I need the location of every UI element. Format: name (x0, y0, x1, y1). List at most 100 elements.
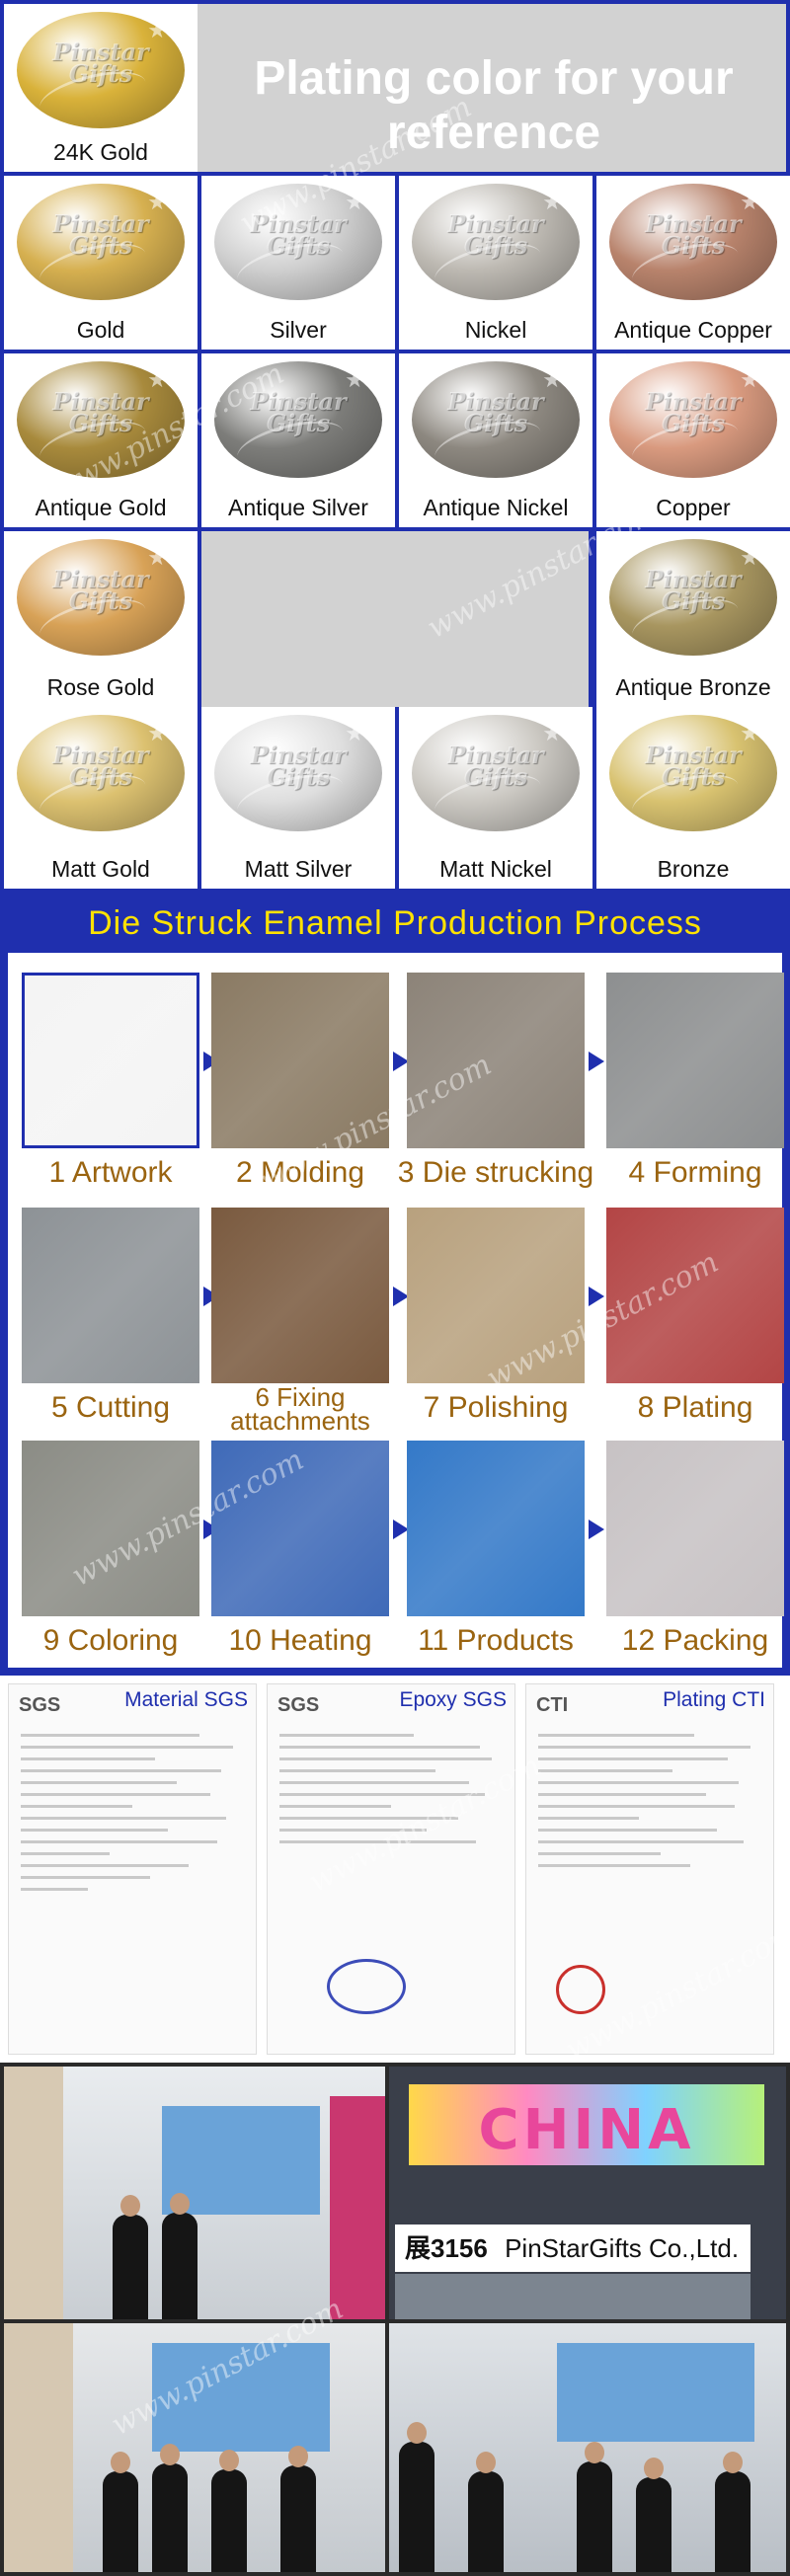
coin-brand-line1: Pinstar (645, 209, 742, 238)
person (468, 2452, 504, 2572)
coin-brand-line2: Gifts (266, 762, 331, 791)
production-process-section: Die Struck Enamel Production Process 1 A… (0, 894, 790, 1676)
cti-logo: CTI (536, 1694, 569, 1716)
star-icon: ★ (345, 367, 364, 392)
coin-brand-line2: Gifts (68, 762, 133, 791)
person (113, 2195, 148, 2319)
process-photo (606, 1441, 784, 1616)
process-step-label: 9 Coloring (42, 1624, 179, 1657)
arrow-right-icon (589, 1287, 604, 1306)
plating-label: Copper (656, 495, 731, 520)
person (399, 2422, 434, 2572)
booth-photo-top-left (4, 2067, 385, 2319)
person (162, 2193, 198, 2319)
coin-brand-line1: Pinstar (52, 741, 149, 769)
booth-photo-bottom-right (389, 2323, 786, 2572)
coin-brand-line1: Pinstar (52, 387, 149, 416)
process-step-label: 6 Fixing attachments (230, 1382, 370, 1436)
plating-label: Antique Nickel (423, 495, 569, 520)
coin-brand-line1: Pinstar (447, 741, 544, 769)
process-photo (606, 973, 784, 1148)
report-plating-cti: CTI Plating CTI (525, 1683, 774, 2055)
plating-label: Silver (270, 317, 327, 343)
china-text: CHINA (478, 2098, 695, 2162)
booth-sign: 展3156 PinStarGifts Co.,Ltd. (395, 2225, 750, 2272)
person (103, 2452, 138, 2572)
process-step-label: 5 Cutting (50, 1391, 171, 1424)
plating-label: Matt Nickel (439, 856, 552, 882)
process-photo (22, 973, 199, 1148)
plating-color-section: Plating color for your reference Pinstar… (0, 0, 790, 894)
sgs-seal (327, 1959, 406, 2014)
process-photo (211, 1441, 389, 1616)
arrow-right-icon (393, 1287, 409, 1306)
coin-brand-line1: Pinstar (250, 741, 347, 769)
sgs-logo: SGS (19, 1694, 61, 1716)
star-icon: ★ (740, 367, 759, 392)
coin-brand-line2: Gifts (661, 762, 726, 791)
process-photo (606, 1208, 784, 1383)
star-icon: ★ (345, 190, 364, 214)
coin-brand-line2: Gifts (68, 409, 133, 437)
cti-seal (556, 1965, 605, 2014)
coin-brand-line2: Gifts (463, 409, 528, 437)
coin-brand-line1: Pinstar (645, 387, 742, 416)
coin-brand-line1: Pinstar (645, 565, 742, 593)
coin-brand-line1: Pinstar (250, 209, 347, 238)
report-title: Plating CTI (663, 1688, 765, 1711)
report-title: Epoxy SGS (399, 1688, 507, 1711)
star-icon: ★ (542, 721, 562, 745)
process-photo (407, 1441, 585, 1616)
coin-brand-line2: Gifts (661, 409, 726, 437)
process-step-label: 2 Molding (235, 1156, 365, 1189)
coin-brand-line2: Gifts (463, 231, 528, 260)
sgs-logo: SGS (277, 1694, 320, 1716)
report-material-sgs: SGS Material SGS (8, 1683, 257, 2055)
process-photo (407, 1208, 585, 1383)
person (636, 2458, 672, 2572)
coin-brand-line2: Gifts (68, 59, 133, 88)
star-icon: ★ (542, 367, 562, 392)
plating-label: Gold (76, 317, 125, 343)
arrow-right-icon (589, 1052, 604, 1071)
plating-label: Matt Gold (51, 856, 150, 882)
plating-label: Antique Bronze (615, 674, 771, 700)
plating-title-panel (198, 4, 786, 172)
arrow-right-icon (589, 1520, 604, 1539)
process-photo (22, 1441, 199, 1616)
report-text-lines (21, 1734, 244, 1900)
coin-brand-line2: Gifts (266, 231, 331, 260)
person (280, 2446, 316, 2572)
booth-company: PinStarGifts Co.,Ltd. (505, 2233, 740, 2263)
star-icon: ★ (740, 190, 759, 214)
arrow-right-icon (393, 1052, 409, 1071)
process-step-label: 8 Plating (637, 1391, 753, 1424)
plating-label: Nickel (464, 317, 527, 343)
